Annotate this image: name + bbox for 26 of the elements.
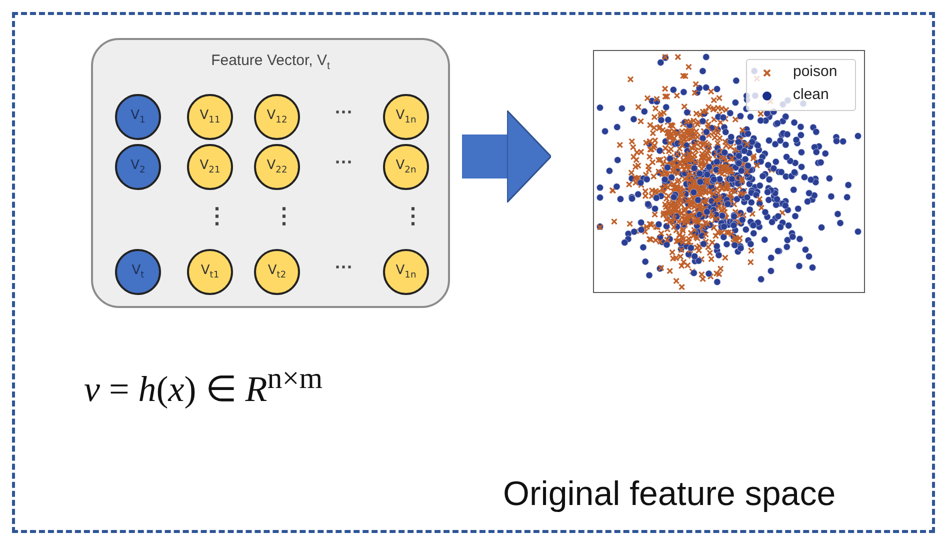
feature-circle: V$_{1n}$ [383,94,429,140]
panel-title: Feature Vector, V$_{t}$ [210,52,331,72]
feature-circle: V$_{12}$ [254,94,300,140]
legend-label: poison [793,63,838,80]
feature-circle: V$_{t1}$ [187,249,233,295]
feature-vector-panel [91,38,450,308]
feature-circle: V$_{t}$ [115,249,161,295]
feature-circle: V$_{22}$ [254,144,300,190]
dashed-frame [12,12,935,533]
vertical-ellipsis: ⋮ [273,203,295,229]
feature-circle: V$_{1}$ [115,94,161,140]
feature-circle: V$_{21}$ [187,144,233,190]
feature-circle: V$_{2}$ [115,144,161,190]
panel-title: Original feature space [503,475,836,514]
ellipsis: ··· [335,257,353,278]
feature-circle: V$_{2n}$ [383,144,429,190]
ellipsis: ··· [335,102,353,123]
feature-circle: V$_{11}$ [187,94,233,140]
vertical-ellipsis: ⋮ [206,203,228,229]
feature-circle: V$_{t2}$ [254,249,300,295]
arrow [462,110,552,204]
feature-circle: V$_{1n}$ [383,249,429,295]
legend-label: clean [793,86,829,103]
vertical-ellipsis: ⋮ [402,203,424,229]
ellipsis: ··· [335,152,353,173]
formula: v = h(x) ∈ R$^{n×m}$ [84,362,323,410]
